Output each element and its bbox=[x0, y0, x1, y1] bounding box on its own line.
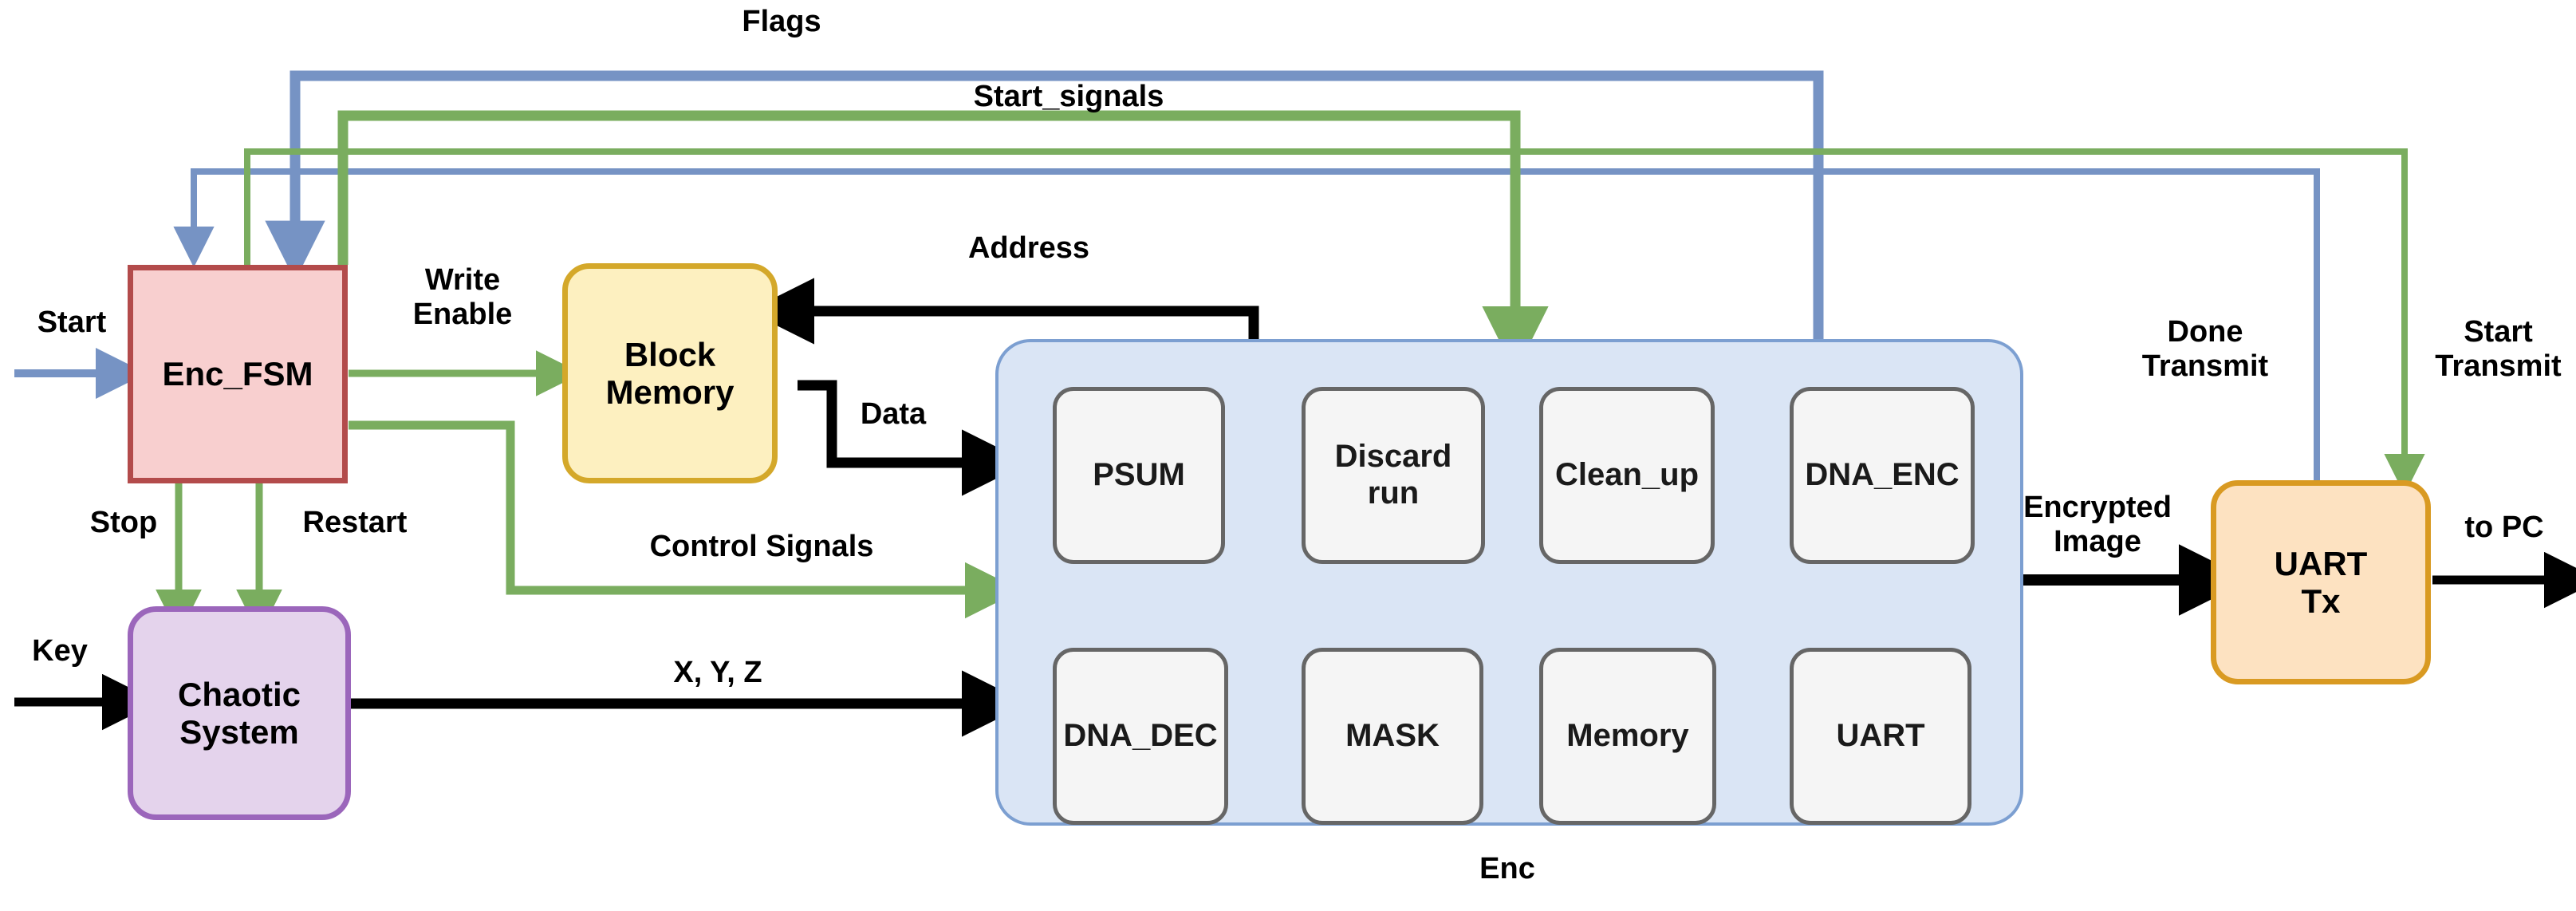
label-flags: Flags bbox=[742, 5, 821, 38]
block-dna-enc-label: DNA_ENC bbox=[1805, 457, 1960, 493]
label-restart: Restart bbox=[302, 506, 408, 539]
label-enc-container: Enc bbox=[1479, 852, 1535, 885]
label-to-pc: to PC bbox=[2464, 511, 2544, 544]
label-control-signals: Control Signals bbox=[649, 530, 874, 563]
label-data: Data bbox=[860, 397, 927, 431]
block-block-memory[interactable]: Block Memory bbox=[562, 263, 778, 483]
block-enc-fsm[interactable]: Enc_FSM bbox=[128, 265, 348, 483]
green-control-wires bbox=[156, 110, 2425, 636]
block-block-memory-label: Block Memory bbox=[605, 335, 735, 411]
block-mask[interactable]: MASK bbox=[1302, 648, 1483, 825]
label-address: Address bbox=[967, 231, 1090, 265]
label-start-transmit: Start Transmit bbox=[2435, 315, 2562, 383]
label-encrypted-image: Encrypted Image bbox=[2023, 491, 2172, 558]
block-memory-inner-label: Memory bbox=[1566, 718, 1689, 754]
block-uart-inner-label: UART bbox=[1836, 718, 1925, 754]
block-chaotic-system-label: Chaotic System bbox=[177, 675, 301, 751]
label-key: Key bbox=[32, 634, 88, 668]
block-uart-tx-label: UART Tx bbox=[2274, 544, 2368, 620]
block-discard-run-label: Discard run bbox=[1334, 439, 1452, 511]
block-clean-up[interactable]: Clean_up bbox=[1539, 387, 1715, 564]
block-memory-inner[interactable]: Memory bbox=[1539, 648, 1716, 825]
block-psum-label: PSUM bbox=[1093, 457, 1185, 493]
block-dna-enc[interactable]: DNA_ENC bbox=[1790, 387, 1975, 564]
block-mask-label: MASK bbox=[1345, 718, 1440, 754]
label-start: Start bbox=[37, 306, 107, 339]
block-dna-dec[interactable]: DNA_DEC bbox=[1053, 648, 1228, 825]
block-uart-tx[interactable]: UART Tx bbox=[2211, 480, 2431, 684]
block-enc-fsm-label: Enc_FSM bbox=[162, 355, 313, 393]
block-dna-dec-label: DNA_DEC bbox=[1063, 718, 1218, 754]
label-start-signals: Start_signals bbox=[973, 80, 1164, 113]
label-done-transmit: Done Transmit bbox=[2141, 315, 2269, 383]
blue-flag-wires bbox=[14, 70, 2320, 480]
label-xyz: X, Y, Z bbox=[673, 656, 762, 689]
label-stop: Stop bbox=[89, 506, 158, 539]
block-clean-up-label: Clean_up bbox=[1554, 457, 1700, 493]
block-discard-run[interactable]: Discard run bbox=[1302, 387, 1485, 564]
block-chaotic-system[interactable]: Chaotic System bbox=[128, 606, 351, 820]
label-write-enable: Write Enable bbox=[412, 263, 513, 331]
block-uart-inner[interactable]: UART bbox=[1790, 648, 1971, 825]
block-psum[interactable]: PSUM bbox=[1053, 387, 1225, 564]
